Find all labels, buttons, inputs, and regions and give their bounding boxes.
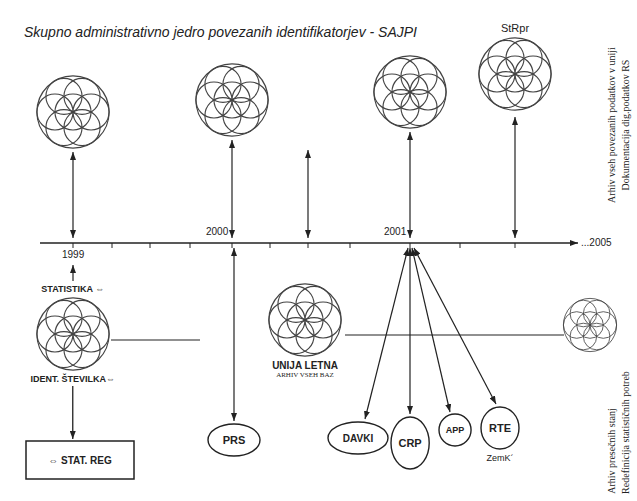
oval-frame: APP	[438, 413, 472, 447]
diagram-title: Skupno administrativno jedro povezanih i…	[24, 24, 417, 40]
double-arrow	[72, 152, 73, 238]
year-label: ...2005	[581, 237, 612, 249]
rosette	[35, 296, 111, 372]
oval-frame: PRS	[207, 423, 261, 457]
side-note: Arhiv presečnih stanj	[606, 408, 618, 494]
link-line	[345, 334, 564, 335]
node-label: ⇔ STAT. REG	[48, 455, 112, 466]
double-arrow	[307, 150, 308, 238]
node-label: PRS	[223, 434, 246, 446]
oval-frame: CRP	[390, 416, 430, 470]
node-label: STATISTIKA ⇔	[41, 284, 104, 294]
node-label: APP	[446, 425, 465, 435]
oval-frame: RTE	[480, 406, 520, 450]
year-label: 2001	[384, 226, 406, 238]
rosette	[37, 76, 109, 148]
node-label: ARHIV VSEH BAZ	[276, 371, 334, 379]
side-note: Dokumentacija dig.podatkov RS	[620, 60, 632, 191]
oval-node: APP	[438, 413, 472, 447]
up-arrow	[72, 265, 73, 281]
rosette	[563, 298, 616, 351]
rosette-node: UNIJA LETNAARHIV VSEH BAZ	[267, 280, 343, 379]
oval-outline	[439, 414, 471, 446]
timeline	[40, 243, 578, 248]
double-arrow	[414, 248, 496, 404]
node-label: ZemK´	[487, 453, 514, 463]
rosette	[269, 284, 341, 356]
double-arrow	[409, 248, 410, 414]
node-label: IDENT. ŠTEVILKA⇔	[31, 374, 116, 384]
year-label: 2000	[206, 226, 228, 238]
link-line	[111, 339, 200, 340]
box-frame: ⇔ STAT. REG	[25, 440, 135, 480]
node-label: UNIJA LETNA	[272, 360, 338, 371]
node-label: StRpr	[501, 22, 529, 34]
oval-outline	[481, 407, 519, 449]
rosette	[479, 38, 551, 110]
rosette	[477, 36, 553, 112]
rosette	[374, 56, 446, 128]
oval-outline	[208, 424, 260, 456]
rosette	[37, 298, 109, 370]
double-arrow	[365, 248, 408, 419]
year-label: 1999	[62, 249, 84, 261]
rosette-node: StRpr	[477, 22, 553, 114]
rosette-node: STATISTIKA ⇔ IDENT. ŠTEVILKA⇔	[31, 284, 116, 384]
oval-node: DAVKI	[327, 421, 389, 455]
connector-arrow	[72, 386, 73, 439]
double-arrow	[231, 140, 232, 238]
timeline-ticks	[73, 243, 515, 248]
double-arrow	[514, 117, 515, 238]
rosette	[196, 64, 268, 136]
oval-node: CRP	[390, 416, 430, 470]
oval-frame: DAVKI	[327, 421, 389, 455]
oval-outline	[328, 422, 388, 454]
node-label: CRP	[398, 437, 421, 449]
oval-node: RTE ZemK´	[480, 406, 520, 463]
oval-outline	[391, 417, 429, 469]
rosette	[267, 282, 343, 358]
oval-node: PRS	[207, 423, 261, 457]
timeline-arrows	[73, 117, 564, 421]
box-outline	[26, 441, 134, 479]
node-label: DAVKI	[343, 433, 373, 444]
node-label: RTE	[489, 422, 511, 434]
register-box: ⇔ STAT. REG	[25, 440, 135, 480]
side-note: Arhiv vseh povezanih podatkov v uniji	[606, 47, 618, 203]
double-arrow	[409, 132, 410, 238]
double-arrow	[233, 248, 234, 421]
side-note: Redefinicija statističnih potreb	[620, 371, 632, 494]
double-arrow	[412, 248, 450, 412]
timeline-axis	[40, 242, 578, 243]
